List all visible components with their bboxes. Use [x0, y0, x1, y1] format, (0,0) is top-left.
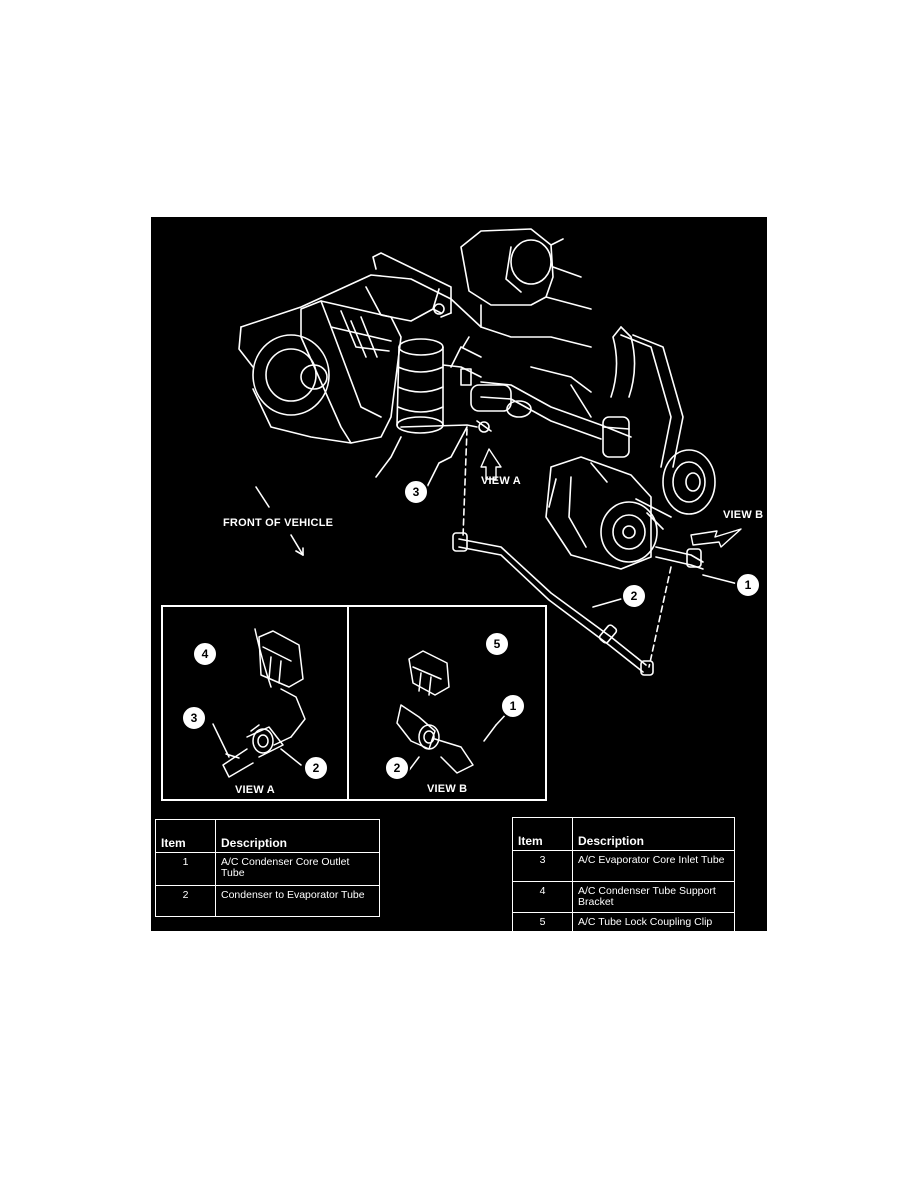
legend-row: 5 A/C Tube Lock Coupling Clip: [512, 912, 735, 931]
legend-item-number: 1: [155, 852, 216, 886]
callout-2: 2: [621, 583, 647, 609]
legend-row: 3 A/C Evaporator Core Inlet Tube: [512, 850, 735, 882]
inset-b-callout-5: 5: [484, 631, 510, 657]
legend-item-number: 3: [512, 850, 573, 882]
legend-row: 4 A/C Condenser Tube Support Bracket: [512, 881, 735, 913]
legend-item-description: Condenser to Evaporator Tube: [215, 885, 380, 917]
inset-b-callout-2: 2: [384, 755, 410, 781]
inset-a-callout-2: 2: [303, 755, 329, 781]
legend-table-left: Item Description 1 A/C Condenser Core Ou…: [155, 819, 380, 917]
legend-row: 2 Condenser to Evaporator Tube: [155, 885, 380, 917]
legend-item-number: 4: [512, 881, 573, 913]
legend-right-header-item: Item: [512, 817, 573, 851]
legend-right-header-description: Description: [572, 817, 735, 851]
inset-view-a-label: VIEW A: [235, 784, 275, 796]
inset-b-callout-1: 1: [500, 693, 526, 719]
diagram-figure: FRONT OF VEHICLE VIEW A VIEW B 1 2 3 VIE…: [151, 217, 767, 931]
callout-3: 3: [403, 479, 429, 505]
inset-a-callout-4: 4: [192, 641, 218, 667]
legend-item-description: A/C Evaporator Core Inlet Tube: [572, 850, 735, 882]
legend-item-number: 2: [155, 885, 216, 917]
legend-item-number: 5: [512, 912, 573, 931]
inset-a-callout-3: 3: [181, 705, 207, 731]
engine-compartment-illustration: [212, 228, 742, 778]
inset-view-b-label: VIEW B: [427, 783, 468, 795]
view-a-label: VIEW A: [481, 475, 521, 487]
view-b-label: VIEW B: [723, 509, 764, 521]
legend-left-header-item: Item: [155, 819, 216, 853]
legend-item-description: A/C Tube Lock Coupling Clip: [572, 912, 735, 931]
inset-view-b: [347, 605, 547, 801]
callout-1: 1: [735, 572, 761, 598]
legend-table-right: Item Description 3 A/C Evaporator Core I…: [512, 817, 735, 931]
legend-item-description: A/C Condenser Core Outlet Tube: [215, 852, 380, 886]
legend-left-header-description: Description: [215, 819, 380, 853]
legend-item-description: A/C Condenser Tube Support Bracket: [572, 881, 735, 913]
legend-row: 1 A/C Condenser Core Outlet Tube: [155, 852, 380, 886]
front-of-vehicle-label: FRONT OF VEHICLE: [223, 517, 334, 529]
